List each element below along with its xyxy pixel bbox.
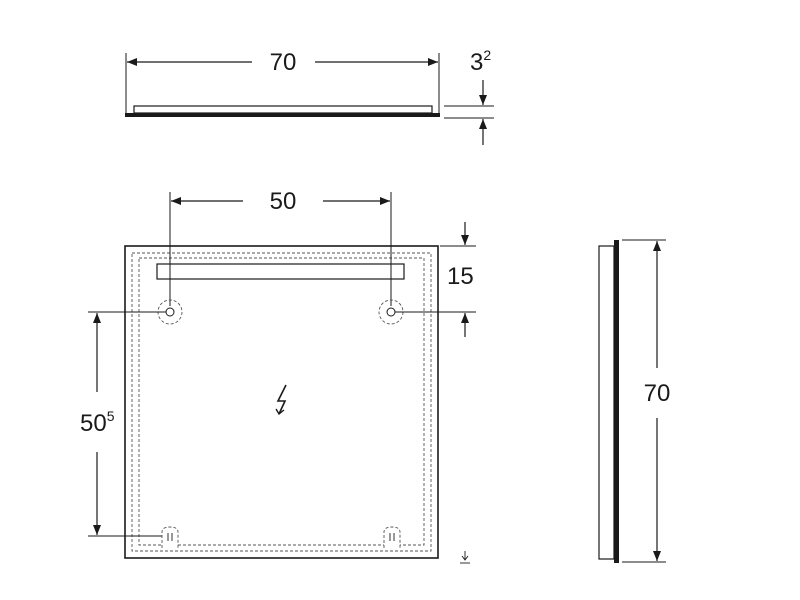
bottom-clip-right bbox=[383, 526, 401, 548]
top-offset-label: 15 bbox=[447, 263, 474, 290]
ground-arrow-icon bbox=[460, 551, 470, 564]
bottom-clip-left bbox=[161, 526, 179, 548]
mirror-side-front-plate bbox=[614, 240, 619, 563]
mirror-outline bbox=[124, 245, 439, 559]
light-bar bbox=[156, 263, 405, 280]
vertical-label-main: 50 bbox=[80, 410, 107, 437]
side-view: 70 bbox=[598, 239, 671, 563]
depth-label-sup: 2 bbox=[483, 47, 491, 63]
depth-label-main: 3 bbox=[470, 49, 483, 76]
mirror-dashed-outer bbox=[131, 252, 432, 552]
hole-spacing-label: 50 bbox=[270, 188, 297, 215]
depth-label: 32 bbox=[470, 47, 491, 76]
mirror-side-body bbox=[598, 245, 615, 560]
mirror-top-front-plate bbox=[125, 113, 440, 117]
vertical-label-sup: 5 bbox=[107, 408, 115, 424]
mirror-top-back bbox=[133, 105, 433, 114]
mounting-hole-left bbox=[165, 307, 175, 317]
lightning-icon bbox=[276, 384, 287, 415]
top-view: 70 32 bbox=[125, 47, 494, 145]
front-view: 50 15 505 bbox=[80, 188, 476, 564]
lightning-arrowhead bbox=[275, 408, 285, 416]
side-height-label: 70 bbox=[644, 380, 671, 407]
mirror-dashed-inner bbox=[138, 257, 425, 546]
vertical-label: 505 bbox=[80, 408, 115, 437]
mounting-hole-right bbox=[386, 307, 396, 317]
top-width-label: 70 bbox=[270, 49, 297, 76]
